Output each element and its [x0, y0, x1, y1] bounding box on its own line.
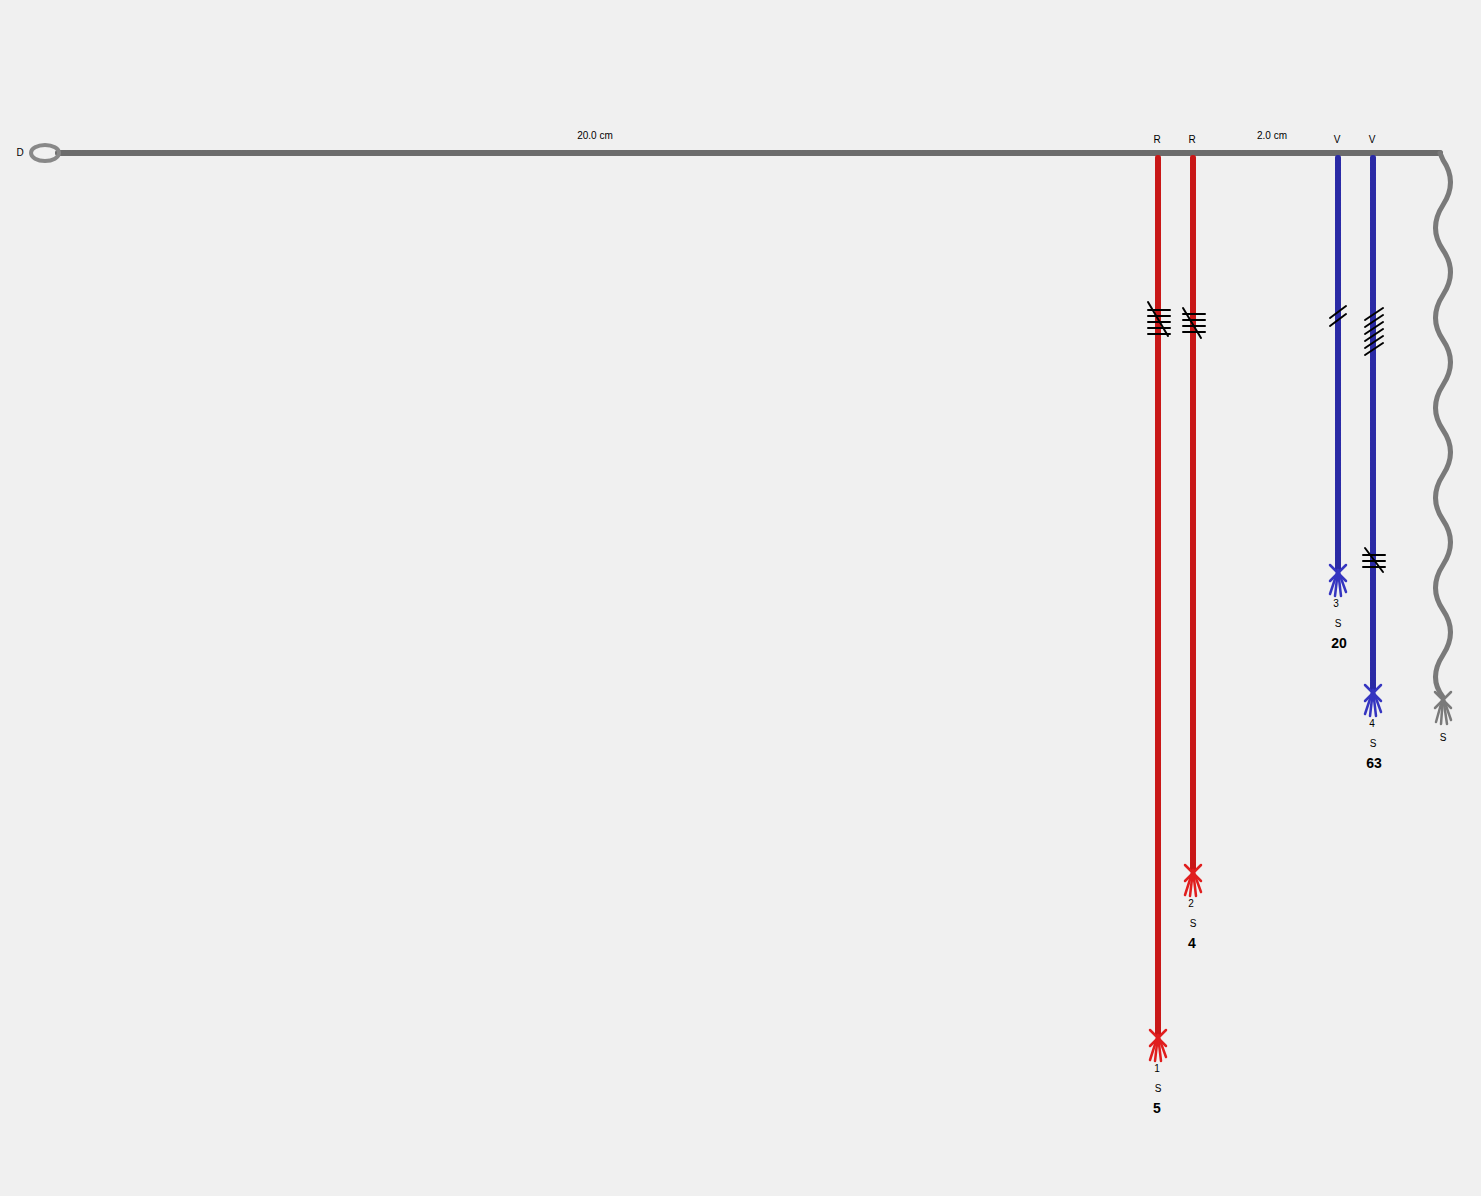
cord-tassel: [1330, 565, 1346, 596]
cord-twist: [58, 150, 1440, 156]
cord-number: 2: [1188, 899, 1194, 909]
ply-label: S: [1335, 619, 1342, 629]
ply-label: S: [1155, 1084, 1162, 1094]
cord-value: 20: [1331, 636, 1347, 650]
cord-number: 1: [1154, 1064, 1160, 1074]
attachment-label: R: [1153, 135, 1160, 145]
end-cord: [1436, 153, 1451, 697]
cord-loop: [31, 145, 59, 161]
primary-cord: [58, 150, 1440, 156]
cord-twist: [1190, 158, 1196, 870]
attachment-label: R: [1188, 135, 1195, 145]
pendant-cord: [1370, 158, 1376, 690]
cord-number: 3: [1333, 599, 1339, 609]
cord-twist: [1370, 158, 1376, 690]
ply-label: S: [1370, 739, 1377, 749]
cord-number: 4: [1369, 719, 1375, 729]
dimension-label: 2.0 cm: [1257, 131, 1287, 141]
cord-label: D: [16, 148, 23, 158]
cord-twist: [1155, 158, 1161, 1035]
cord-tassel: [1365, 685, 1381, 716]
cord-tassel: [1185, 865, 1201, 896]
cord-value: 5: [1153, 1101, 1161, 1115]
attachment-label: V: [1334, 135, 1341, 145]
pendant-cord: [1190, 158, 1196, 870]
attachment-label: V: [1369, 135, 1376, 145]
cord-tassel: [1435, 692, 1451, 724]
ply-label: S: [1440, 733, 1447, 743]
cord-value: 63: [1366, 756, 1382, 770]
pendant-cord: [1155, 158, 1161, 1035]
dimension-label: 20.0 cm: [577, 131, 613, 141]
cord-value: 4: [1188, 936, 1196, 950]
ply-label: S: [1190, 919, 1197, 929]
cord-tassel: [1150, 1030, 1166, 1061]
cord-twist: [1335, 158, 1341, 570]
pendant-cord: [1335, 158, 1341, 570]
knot-marks: [1148, 302, 1385, 572]
